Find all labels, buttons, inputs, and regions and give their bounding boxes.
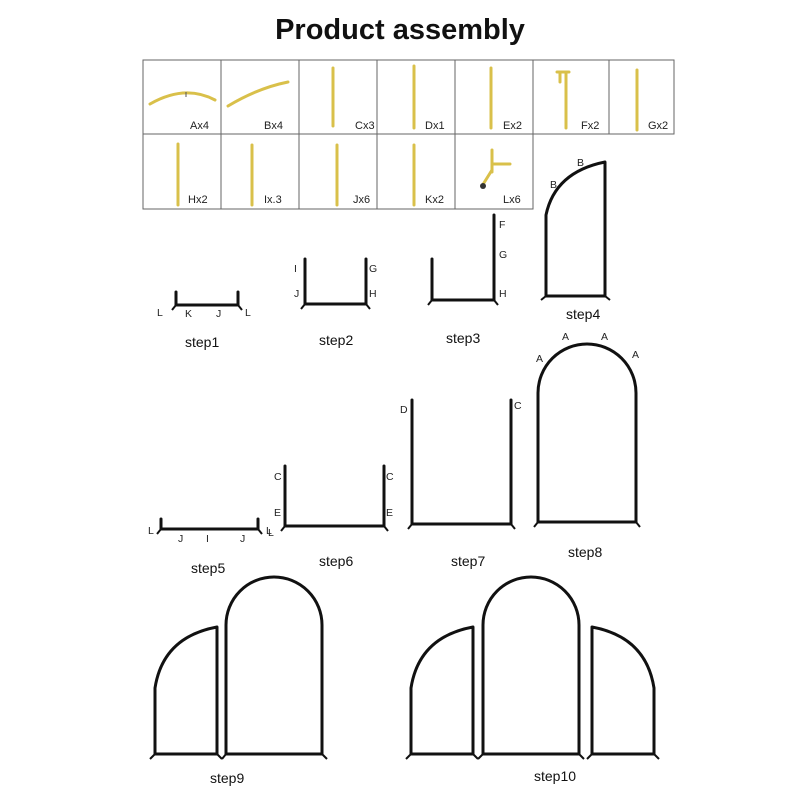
step3-label-g: G bbox=[499, 249, 507, 261]
step2-diagram: I J G H step2 bbox=[294, 257, 377, 348]
step2-label-j: J bbox=[294, 288, 299, 300]
step7-caption: step7 bbox=[451, 553, 485, 569]
part-cell-b bbox=[220, 59, 300, 135]
step2-label-h: H bbox=[369, 288, 377, 300]
part-label-b: Bx4 bbox=[264, 120, 283, 132]
step8-label-a-4: A bbox=[632, 349, 639, 361]
step6-diagram: C C E E L step6 bbox=[268, 464, 394, 569]
part-cell-h bbox=[142, 133, 222, 210]
part-label-c: Cx3 bbox=[355, 120, 375, 132]
step6-label-c-left: C bbox=[274, 471, 282, 483]
step3-label-f: F bbox=[499, 219, 505, 231]
part-label-k: Kx2 bbox=[425, 194, 444, 206]
step7-label-c: C bbox=[514, 400, 522, 412]
part-label-h: Hx2 bbox=[188, 194, 208, 206]
step1-label-j: J bbox=[216, 308, 221, 320]
part-cell-i bbox=[220, 133, 300, 210]
step2-caption: step2 bbox=[319, 332, 353, 348]
step1-label-k: K bbox=[185, 308, 192, 320]
part-label-i: Ix.3 bbox=[264, 194, 282, 206]
step10-right-half-arch bbox=[590, 625, 656, 756]
step1-caption: step1 bbox=[185, 334, 219, 350]
step4-label-b-top: B bbox=[577, 157, 584, 169]
step2-label-g: G bbox=[369, 263, 377, 275]
step3-caption: step3 bbox=[446, 330, 480, 346]
parts-grid: Ax4 Bx4 Cx3 Dx1 Ex2 Fx2 Gx2 Hx2 Ix.3 Jx6… bbox=[142, 59, 675, 210]
part-label-l: Lx6 bbox=[503, 194, 521, 206]
part-label-a: Ax4 bbox=[190, 120, 209, 132]
step5-label-l-left: L bbox=[148, 525, 154, 537]
step10-diagram: step10 bbox=[405, 575, 660, 784]
step6-label-e-right: E bbox=[386, 507, 393, 519]
step5-label-i: I bbox=[206, 533, 209, 545]
part-label-f: Fx2 bbox=[581, 120, 599, 132]
step5-label-j-left: J bbox=[178, 533, 183, 545]
step1-label-l-right: L bbox=[245, 307, 251, 319]
step5-diagram: L J I J L step5 bbox=[148, 517, 272, 576]
step4-caption: step4 bbox=[566, 306, 600, 322]
step6-label-e-left: E bbox=[274, 507, 281, 519]
step4-label-b-left: B bbox=[550, 179, 557, 191]
step8-label-a-1: A bbox=[536, 353, 543, 365]
part-cell-l bbox=[454, 133, 534, 210]
step5-label-j-right: J bbox=[240, 533, 245, 545]
part-cell-g bbox=[608, 59, 675, 135]
step8-label-a-2: A bbox=[562, 331, 569, 343]
step6-label-l: L bbox=[268, 527, 274, 539]
step3-diagram: F G H step3 bbox=[427, 213, 507, 346]
part-label-g: Gx2 bbox=[648, 120, 668, 132]
step10-left-half-arch bbox=[409, 625, 475, 756]
step7-diagram: D C step7 bbox=[400, 398, 522, 569]
step10-full-arch bbox=[481, 575, 581, 756]
step8-label-a-3: A bbox=[601, 331, 608, 343]
step3-label-h: H bbox=[499, 288, 507, 300]
step9-full-arch bbox=[224, 575, 324, 756]
step4-diagram: B B step4 bbox=[540, 157, 611, 322]
part-label-e: Ex2 bbox=[503, 120, 522, 132]
step6-label-c-right: C bbox=[386, 471, 394, 483]
part-label-j: Jx6 bbox=[353, 194, 370, 206]
step9-diagram: step9 bbox=[149, 575, 328, 786]
step6-caption: step6 bbox=[319, 553, 353, 569]
part-a-arc bbox=[148, 91, 217, 106]
step5-caption: step5 bbox=[191, 560, 225, 576]
part-l-foot bbox=[480, 183, 486, 189]
step10-caption: step10 bbox=[534, 768, 576, 784]
step1-label-l-left: L bbox=[157, 307, 163, 319]
part-l-connector bbox=[480, 148, 512, 189]
part-label-d: Dx1 bbox=[425, 120, 445, 132]
step9-caption: step9 bbox=[210, 770, 244, 786]
page-title: Product assembly bbox=[275, 14, 525, 46]
step5-label-l-right: L bbox=[266, 525, 272, 537]
step2-label-i: I bbox=[294, 263, 297, 275]
step7-label-d: D bbox=[400, 404, 408, 416]
part-b-arc bbox=[226, 80, 290, 108]
step9-half-arch bbox=[153, 625, 219, 756]
step1-diagram: L K J L step1 bbox=[157, 290, 251, 350]
step8-caption: step8 bbox=[568, 544, 602, 560]
step8-diagram: A A A A step8 bbox=[533, 331, 641, 560]
